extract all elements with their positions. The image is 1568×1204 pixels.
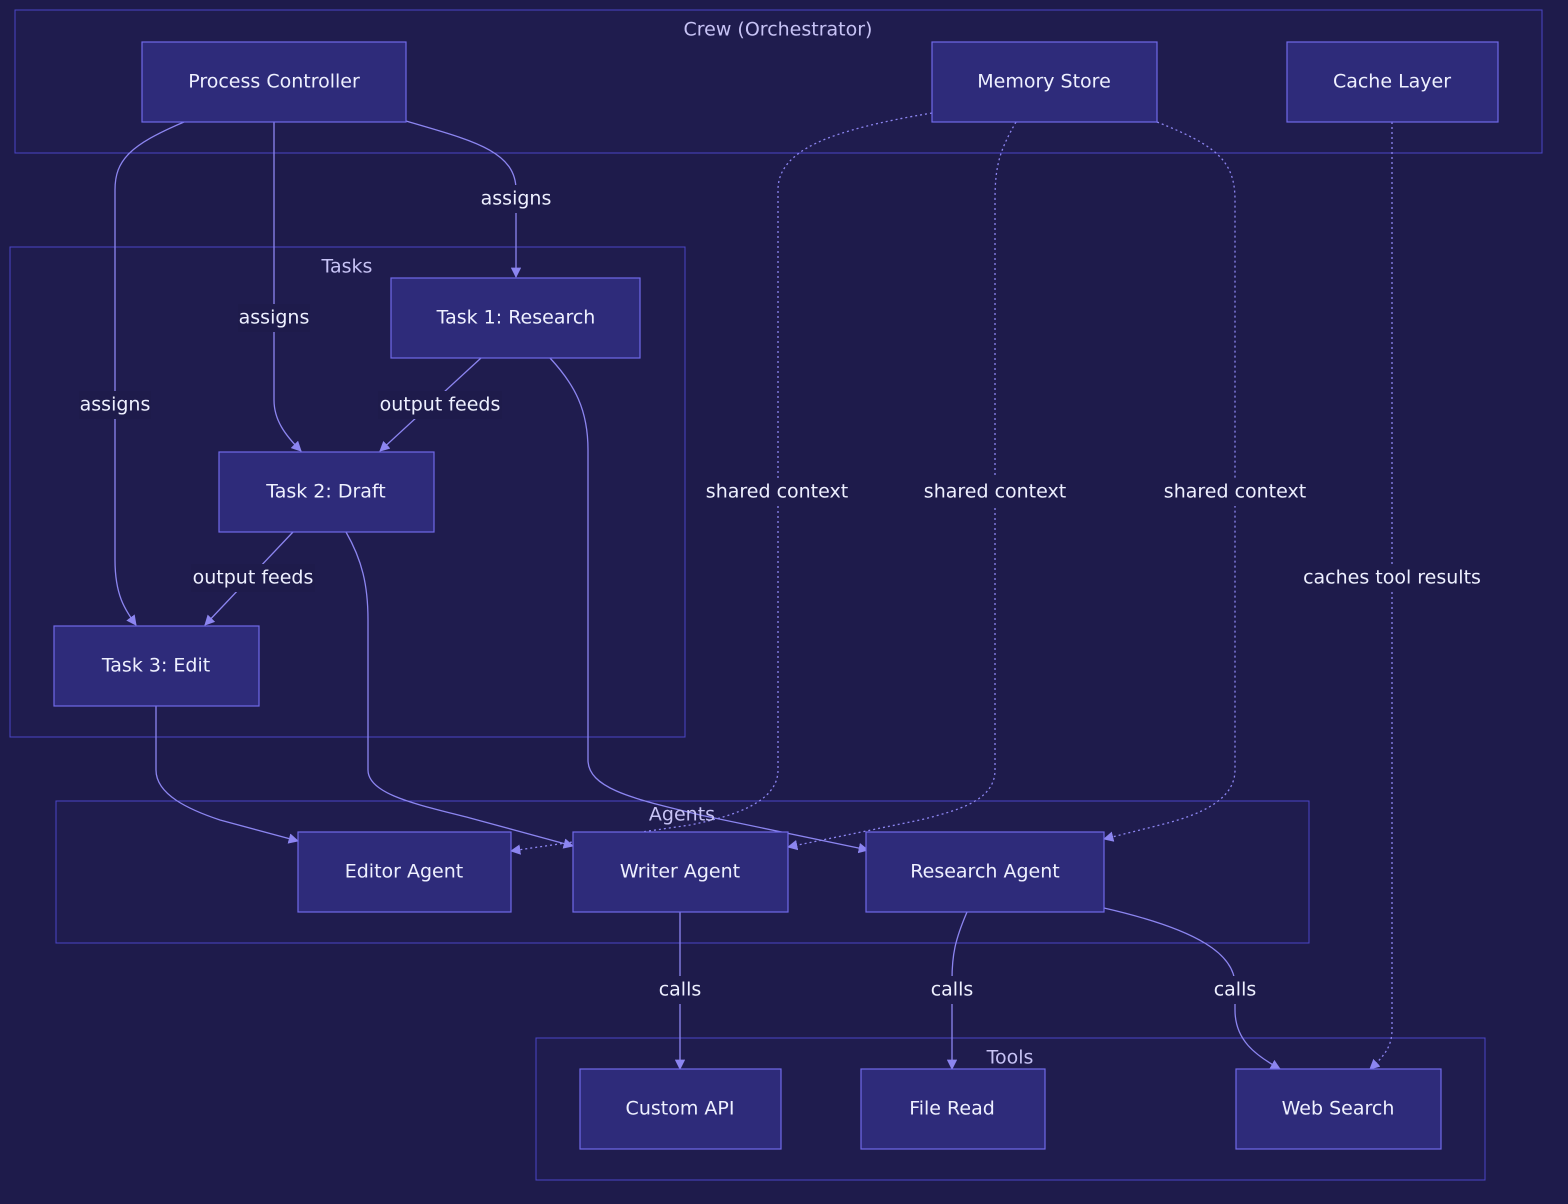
svg-text:Cache Layer: Cache Layer [1333, 71, 1451, 93]
svg-text:calls: calls [659, 979, 702, 1001]
edge-label-feeds-1-2: output feeds [378, 391, 502, 419]
edge-label-assigns-task3: assigns [79, 391, 151, 419]
svg-text:shared context: shared context [706, 481, 848, 503]
edge-label-feeds-2-3: output feeds [191, 564, 315, 592]
cluster-title-crew: Crew (Orchestrator) [684, 19, 873, 41]
svg-text:assigns: assigns [239, 307, 310, 329]
svg-text:File Read: File Read [909, 1098, 995, 1120]
edge-cache-results [1369, 122, 1393, 1070]
svg-text:Writer Agent: Writer Agent [620, 861, 740, 883]
svg-text:calls: calls [1214, 979, 1257, 1001]
svg-text:Custom API: Custom API [626, 1098, 735, 1120]
edge-label-context-writer: shared context [922, 478, 1068, 506]
node-custom-api[interactable]: Custom API [579, 1068, 782, 1150]
svg-text:Memory Store: Memory Store [977, 71, 1111, 93]
svg-text:shared context: shared context [924, 481, 1066, 503]
svg-text:assigns: assigns [80, 394, 151, 416]
node-task2[interactable]: Task 2: Draft [218, 451, 435, 533]
node-process-controller[interactable]: Process Controller [141, 41, 407, 123]
edge-label-calls-custom-api: calls [655, 976, 705, 1004]
svg-text:Research Agent: Research Agent [910, 861, 1059, 883]
node-file-read[interactable]: File Read [860, 1068, 1046, 1150]
nodes: Process Controller Memory Store Cache La… [53, 41, 1499, 1150]
edge-label-context-research: shared context [1162, 478, 1308, 506]
svg-text:output feeds: output feeds [380, 394, 501, 416]
svg-text:Task 1: Research: Task 1: Research [436, 307, 596, 329]
edge-labels: assigns assigns assigns output feeds out… [79, 185, 1482, 1004]
edge-label-assigns-task1: assigns [480, 185, 552, 213]
edge-task2-writer-agent [345, 531, 575, 849]
cluster-title-tools: Tools [986, 1047, 1034, 1069]
node-task1[interactable]: Task 1: Research [390, 277, 641, 359]
node-cache-layer[interactable]: Cache Layer [1286, 41, 1499, 123]
svg-text:Task 3: Edit: Task 3: Edit [101, 655, 210, 677]
svg-text:shared context: shared context [1164, 481, 1306, 503]
edge-label-assigns-task2: assigns [238, 304, 310, 332]
node-editor-agent[interactable]: Editor Agent [297, 831, 512, 913]
svg-text:Task 2: Draft: Task 2: Draft [265, 481, 385, 503]
cluster-title-tasks: Tasks [321, 256, 373, 278]
edges [114, 112, 1393, 1071]
edge-task3-editor-agent [155, 706, 300, 844]
edge-assigns-task2 [273, 122, 302, 452]
edge-task1-research-agent [549, 357, 870, 854]
svg-text:Editor Agent: Editor Agent [345, 861, 464, 883]
edge-label-calls-file-read: calls [927, 976, 977, 1004]
edge-label-calls-web-search: calls [1210, 976, 1260, 1004]
svg-text:calls: calls [931, 979, 974, 1001]
cluster-title-agents: Agents [649, 804, 715, 826]
edge-assigns-task3 [114, 121, 185, 626]
svg-text:caches tool results: caches tool results [1303, 567, 1481, 589]
svg-text:assigns: assigns [481, 188, 552, 210]
node-task3[interactable]: Task 3: Edit [53, 625, 260, 707]
svg-text:Process Controller: Process Controller [188, 71, 360, 93]
svg-text:output feeds: output feeds [193, 567, 314, 589]
node-writer-agent[interactable]: Writer Agent [572, 831, 789, 913]
node-research-agent[interactable]: Research Agent [865, 831, 1105, 913]
edge-assigns-task1 [405, 120, 522, 279]
node-memory-store[interactable]: Memory Store [931, 41, 1158, 123]
svg-text:Web Search: Web Search [1282, 1098, 1395, 1120]
edge-label-cache-results: caches tool results [1302, 564, 1482, 592]
edge-label-context-editor: shared context [704, 478, 850, 506]
node-web-search[interactable]: Web Search [1235, 1068, 1442, 1150]
